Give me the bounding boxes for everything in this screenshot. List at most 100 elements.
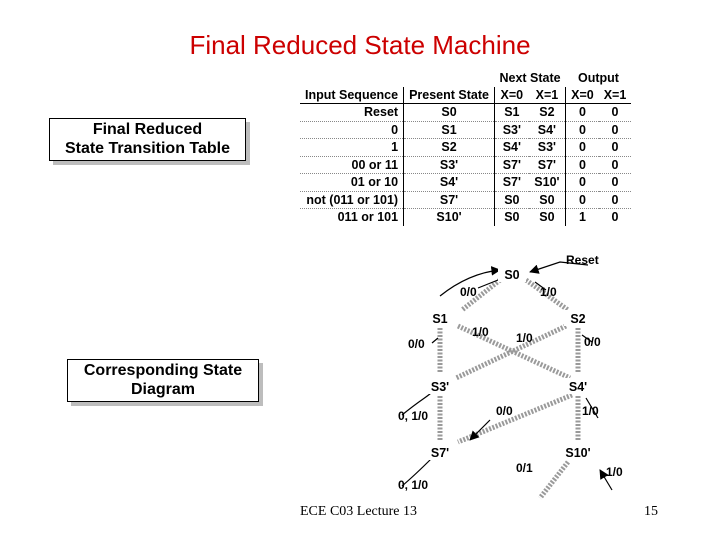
output-x1-cell: 0 bbox=[598, 103, 632, 122]
next-state-x0-cell: S0 bbox=[493, 208, 529, 226]
output-x1-cell: 0 bbox=[598, 173, 632, 192]
state-s0-label: S0 bbox=[504, 268, 519, 282]
edge-s0-s2 bbox=[524, 277, 570, 313]
next-state-x1-cell: S3' bbox=[528, 138, 566, 157]
next-state-x0-cell: S0 bbox=[493, 191, 529, 209]
label-s1-s3: 0/0 bbox=[408, 337, 425, 351]
next-state-x0-cell: S3' bbox=[493, 121, 529, 139]
output-x0-cell: 0 bbox=[565, 191, 599, 209]
output-x0-cell: 0 bbox=[565, 173, 599, 192]
pointer-1-0-s0 bbox=[534, 281, 547, 291]
output-header: Output bbox=[577, 71, 619, 86]
state-s10-label: S10' bbox=[565, 446, 590, 460]
state-s1-node bbox=[426, 310, 454, 326]
table-callout: Final Reduced State Transition Table bbox=[49, 118, 246, 161]
col-header-input-sequence: Input Sequence bbox=[300, 86, 404, 104]
table-row: 01 or 10 S4' S7' S10' 0 0 bbox=[300, 173, 632, 192]
state-s4-node bbox=[562, 378, 594, 394]
output-x1-cell: 0 bbox=[598, 121, 632, 139]
footer-text: ECE C03 Lecture 13 bbox=[300, 504, 418, 519]
arrow-s10-out bbox=[599, 469, 613, 491]
present-state-cell: S3' bbox=[403, 156, 495, 174]
input-sequence-cell: not (011 or 101) bbox=[300, 191, 404, 209]
table-row: Reset S0 S1 S2 0 0 bbox=[300, 103, 632, 122]
table-row: 011 or 101 S10' S0 S0 1 0 bbox=[300, 208, 631, 226]
table-row: not (011 or 101) S7' S0 S0 0 0 bbox=[300, 191, 632, 209]
table-row: 00 or 11 S3' S7' S7' 0 0 bbox=[300, 156, 632, 174]
next-state-header: Next State bbox=[499, 71, 561, 86]
present-state-cell: S7' bbox=[403, 191, 495, 209]
state-s4-label: S4' bbox=[569, 380, 587, 394]
slide-title: Final Reduced State Machine bbox=[189, 30, 531, 60]
col-header-out-x0: X=0 bbox=[565, 86, 599, 104]
output-x1-cell: 0 bbox=[598, 191, 632, 209]
label-s0-s1: 0/0 bbox=[460, 285, 477, 299]
pointer-0-0-s2 bbox=[581, 334, 593, 343]
output-x0-cell: 0 bbox=[565, 121, 599, 139]
label-s7-s0: 0, 1/0 bbox=[398, 478, 428, 492]
next-state-x1-cell: S0 bbox=[528, 191, 566, 209]
present-state-cell: S1 bbox=[403, 121, 495, 139]
label-s4-s10: 1/0 bbox=[582, 404, 599, 418]
table-callout-line1: Final Reduced bbox=[92, 121, 203, 138]
reset-label: Reset bbox=[566, 253, 599, 267]
label-s2-s4: 0/0 bbox=[584, 335, 601, 349]
next-state-x0-cell: S7' bbox=[493, 156, 529, 174]
state-s7-label: S7' bbox=[431, 446, 449, 460]
state-s2-label: S2 bbox=[570, 312, 585, 326]
output-x1-cell: 0 bbox=[598, 156, 632, 174]
diagram-callout-line2: Diagram bbox=[130, 381, 196, 398]
state-s3-label: S3' bbox=[431, 380, 449, 394]
state-s0-node bbox=[498, 266, 526, 282]
edge-s1-s4 bbox=[456, 323, 572, 381]
col-header-next-x0: X=0 bbox=[493, 86, 529, 104]
next-state-x1-cell: S10' bbox=[528, 173, 566, 192]
pointer-0-0-s1 bbox=[431, 337, 439, 344]
table-callout-line2: State Transition Table bbox=[64, 140, 231, 157]
arc-s0-s1 bbox=[439, 266, 501, 297]
diagram-callout: Corresponding State Diagram bbox=[67, 359, 259, 402]
next-state-x0-cell: S4' bbox=[493, 138, 529, 157]
label-s0-s2: 1/0 bbox=[540, 285, 557, 299]
edge-s0-s1 bbox=[460, 278, 502, 312]
pointer-0-0-s0 bbox=[477, 279, 499, 289]
edge-s10-s0 bbox=[538, 460, 570, 500]
present-state-cell: S2 bbox=[403, 138, 495, 157]
next-state-x1-cell: S7' bbox=[528, 156, 566, 174]
label-s10-s0-output0: 1/0 bbox=[606, 465, 623, 479]
edge-s2-s3 bbox=[454, 323, 568, 381]
page-number: 15 bbox=[644, 504, 658, 519]
label-s2-s3: 1/0 bbox=[516, 331, 533, 345]
next-state-x1-cell: S0 bbox=[539, 210, 555, 225]
label-s10-s0-output1: 0/1 bbox=[516, 461, 533, 475]
state-s10-node bbox=[558, 444, 598, 460]
input-sequence-cell: Reset bbox=[300, 103, 404, 122]
output-x1-cell: 0 bbox=[598, 138, 632, 157]
arrow-into-s7 bbox=[469, 419, 491, 441]
input-sequence-cell: 01 or 10 bbox=[300, 173, 404, 192]
output-x1-cell: 0 bbox=[611, 210, 619, 225]
output-x0-cell: 0 bbox=[565, 103, 599, 122]
state-transition-table: Next State Output Input Sequence Present… bbox=[300, 70, 632, 226]
label-s1-s4: 1/0 bbox=[472, 325, 489, 339]
state-s1-label: S1 bbox=[432, 312, 447, 326]
present-state-cell: S10' bbox=[403, 208, 495, 226]
col-header-present-state: Present State bbox=[403, 86, 495, 104]
pointer-1-0-s4 bbox=[585, 397, 599, 419]
col-header-out-x1: X=1 bbox=[598, 86, 632, 104]
present-state-cell: S0 bbox=[403, 103, 495, 122]
next-state-x1-cell: S2 bbox=[528, 103, 566, 122]
output-x0-cell: 0 bbox=[565, 156, 599, 174]
reset-arrow bbox=[529, 261, 589, 274]
input-sequence-cell: 0 bbox=[300, 121, 404, 139]
state-s7-node bbox=[424, 444, 456, 460]
state-s2-node bbox=[564, 310, 592, 326]
label-s4-s7: 0/0 bbox=[496, 404, 513, 418]
input-sequence-cell: 1 bbox=[300, 138, 404, 157]
next-state-x1-cell: S4' bbox=[528, 121, 566, 139]
state-s3-node bbox=[424, 378, 456, 394]
label-s3-s7: 0, 1/0 bbox=[398, 409, 428, 423]
input-sequence-cell: 011 or 101 bbox=[337, 210, 399, 225]
next-state-x0-cell: S1 bbox=[493, 103, 529, 122]
